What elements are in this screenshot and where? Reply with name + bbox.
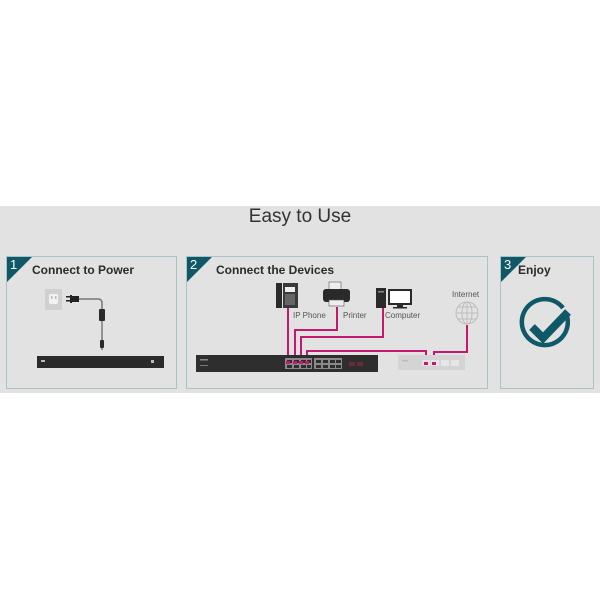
- step-2-panel: 2 Connect the Devices: [186, 256, 488, 389]
- step-3-panel: 3 Enjoy: [500, 256, 594, 389]
- step-number: 2: [190, 257, 198, 272]
- power-plug-icon: [66, 295, 105, 350]
- ip-phone-label: IP Phone: [293, 311, 326, 320]
- step-title: Connect to Power: [32, 263, 135, 277]
- computer-icon: [376, 288, 412, 309]
- step-number: 3: [504, 257, 512, 272]
- printer-icon: [323, 281, 350, 307]
- step-1-panel: 1 Connect to Power: [6, 256, 177, 389]
- power-outlet-icon: [45, 289, 62, 310]
- network-switch-icon: [196, 355, 378, 372]
- printer-label: Printer: [343, 311, 367, 320]
- switch-device-icon: [37, 356, 164, 368]
- step-badge: [187, 257, 212, 282]
- checkmark-circle-icon: [519, 296, 571, 348]
- step-title: Enjoy: [518, 263, 551, 277]
- router-icon: [398, 355, 465, 370]
- step-number: 1: [10, 257, 18, 272]
- ip-phone-icon: [276, 283, 298, 308]
- section-title: Easy to Use: [248, 206, 352, 227]
- step-title: Connect the Devices: [216, 263, 335, 277]
- computer-label: Computer: [385, 311, 421, 320]
- internet-label: Internet: [452, 290, 480, 299]
- step-badge: [7, 257, 32, 282]
- internet-globe-icon: [455, 301, 479, 325]
- step-badge: [501, 257, 526, 282]
